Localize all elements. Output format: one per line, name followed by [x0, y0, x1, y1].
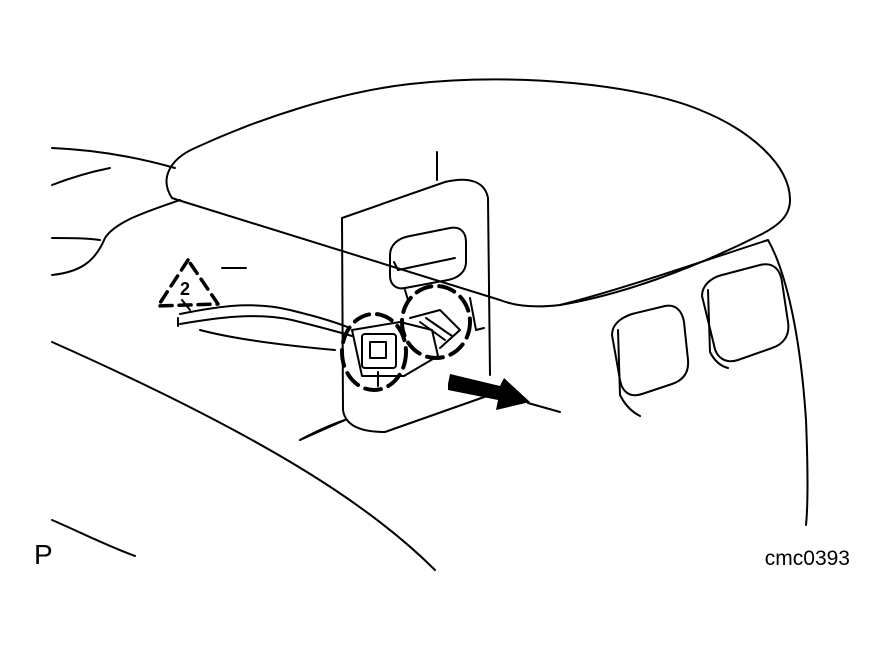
arrow-trail-line [527, 402, 561, 413]
callout-triangle [156, 258, 220, 308]
console-lid [165, 78, 791, 308]
view-label: P [34, 539, 53, 570]
highlight-circles [340, 284, 472, 392]
direction-arrow [448, 374, 530, 410]
figure-code: cmc0393 [764, 547, 850, 570]
switch-panel [299, 178, 491, 441]
dashboard-lines [51, 147, 438, 571]
console-right-side [559, 239, 809, 526]
connector-and-wiring [177, 267, 485, 387]
callout-number: 2 [180, 279, 191, 299]
